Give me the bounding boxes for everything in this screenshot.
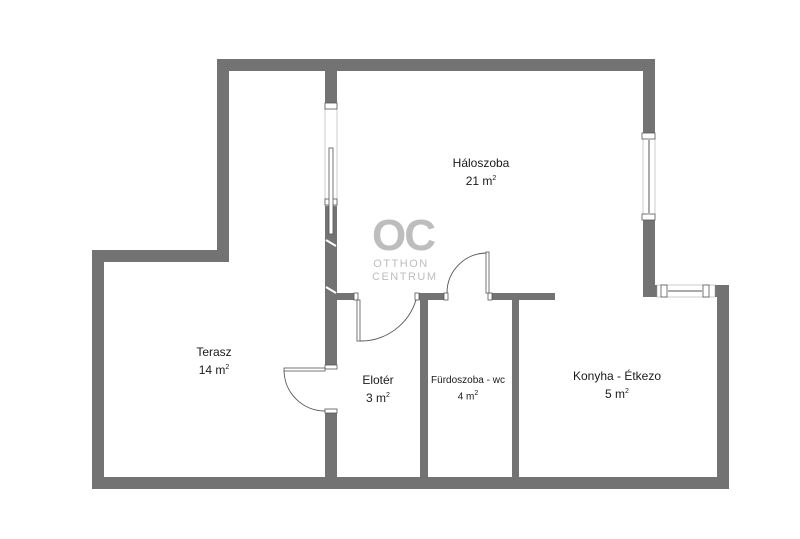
door-leaf-hall bbox=[356, 299, 361, 342]
wall-terrace-top bbox=[92, 250, 229, 262]
room-name: Háloszoba bbox=[452, 156, 510, 170]
door-swing-terrace bbox=[283, 370, 326, 412]
door-frame bbox=[443, 292, 449, 301]
door-frame bbox=[414, 292, 420, 301]
door-frame bbox=[324, 364, 338, 370]
door-leaf-bedroom bbox=[485, 251, 490, 294]
area-value: 14 m bbox=[198, 363, 226, 377]
area-value: 21 m bbox=[465, 174, 493, 188]
room-area: 3 m2 bbox=[362, 388, 393, 406]
area-unit-sup: 2 bbox=[225, 364, 230, 371]
wall-partition-1 bbox=[420, 300, 428, 477]
doors bbox=[283, 251, 493, 414]
wall-break-mark bbox=[325, 286, 337, 294]
area-value: 4 m bbox=[457, 391, 475, 403]
wall-tower-left bbox=[217, 59, 229, 262]
room-label-konyha: Konyha - Étkezo 5 m2 bbox=[573, 369, 661, 402]
window-frame bbox=[324, 102, 338, 110]
area-value: 3 m bbox=[366, 391, 387, 405]
door-swing-bedroom bbox=[446, 252, 487, 294]
room-area: 5 m2 bbox=[573, 384, 661, 402]
area-unit-sup: 2 bbox=[474, 390, 479, 397]
room-label-furdoszoba: Fürdoszoba - wc 4 m2 bbox=[431, 374, 505, 403]
door-opening-bedroom bbox=[445, 293, 492, 300]
wall-terrace-left bbox=[92, 250, 104, 489]
door-opening-terrace bbox=[325, 365, 337, 413]
wall-break-mark bbox=[325, 239, 337, 247]
windows bbox=[324, 102, 716, 298]
watermark-line1: OTTHON bbox=[373, 258, 429, 270]
area-value: 5 m bbox=[605, 387, 626, 401]
door-opening-hall bbox=[355, 293, 418, 300]
room-area: 14 m2 bbox=[196, 360, 231, 378]
room-name: Elotér bbox=[362, 373, 394, 387]
door-swing-hall bbox=[359, 299, 417, 342]
door-frame bbox=[353, 292, 359, 301]
wall-right-lower bbox=[717, 285, 729, 489]
window-frame bbox=[641, 132, 656, 140]
room-name: Fürdoszoba - wc bbox=[431, 375, 505, 386]
room-label-terasz: Terasz 14 m2 bbox=[196, 345, 231, 378]
room-label-haloszoba: Háloszoba 21 m2 bbox=[453, 156, 510, 189]
door-frame bbox=[324, 408, 338, 414]
area-unit-sup: 2 bbox=[492, 175, 497, 182]
wall-partition-2 bbox=[512, 300, 519, 477]
watermark-mark: OC bbox=[372, 211, 436, 260]
window-frame bbox=[641, 213, 656, 221]
wall-top bbox=[217, 59, 655, 71]
room-name: Terasz bbox=[196, 345, 232, 359]
door-leaf-terrace bbox=[283, 367, 326, 372]
room-area: 4 m2 bbox=[431, 387, 505, 403]
area-unit-sup: 2 bbox=[625, 388, 629, 395]
window-frame bbox=[660, 284, 668, 298]
window-frame bbox=[702, 284, 710, 298]
room-area: 21 m2 bbox=[453, 171, 510, 189]
watermark-logo: OC OTTHON CENTRUM bbox=[372, 211, 438, 284]
room-name: Konyha - Étkezo bbox=[572, 369, 662, 383]
sliding-panel bbox=[328, 147, 334, 235]
area-unit-sup: 2 bbox=[386, 392, 390, 399]
watermark-line2: CENTRUM bbox=[372, 271, 438, 283]
room-label-eloter: Elotér 3 m2 bbox=[362, 373, 393, 406]
wall-bottom bbox=[92, 477, 729, 489]
door-frame bbox=[487, 292, 493, 301]
